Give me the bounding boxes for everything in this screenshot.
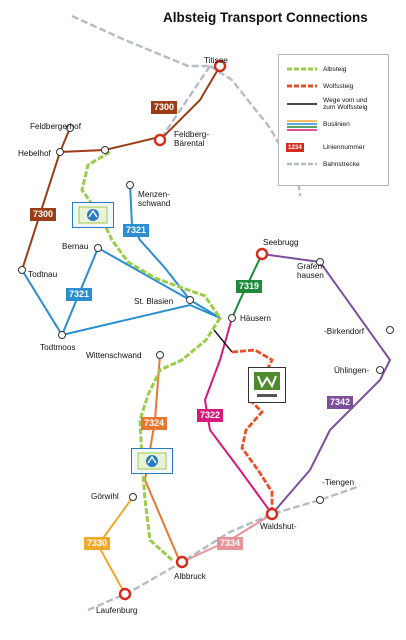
route-badge-7319: 7319 bbox=[236, 280, 263, 293]
label-todtnau: Todtnau bbox=[28, 270, 58, 279]
stop-haeusern bbox=[228, 314, 236, 322]
label-todtmoos: Todtmoos bbox=[40, 343, 76, 352]
label-uehlingen: Ühlingen- bbox=[334, 366, 370, 375]
station-albbruck bbox=[175, 555, 189, 569]
label-haeusern: Häusern bbox=[240, 314, 271, 323]
stop-tiengen bbox=[316, 496, 324, 504]
label-feldberg-baerental: Feldberg- Bärental bbox=[174, 130, 210, 149]
stop-st-blasien bbox=[186, 296, 194, 304]
label-birkendorf: -Birkendorf bbox=[324, 327, 365, 336]
legend-albsteig-label: Albsteig bbox=[323, 66, 347, 73]
label-tiengen: -Tiengen bbox=[322, 478, 355, 487]
label-menzenschwand: Menzen- schwand bbox=[138, 190, 171, 209]
station-laufenburg bbox=[118, 587, 132, 601]
route-badge-7324: 7324 bbox=[141, 417, 168, 430]
legend-bahnstrecke-label: Bahnstrecke bbox=[323, 161, 360, 168]
stop-hebelhof bbox=[56, 148, 64, 156]
label-laufenburg: Laufenburg bbox=[96, 606, 138, 615]
rail-feldberg-baerental bbox=[159, 65, 211, 141]
legend-liniennummer-label: Liniennummer bbox=[323, 144, 365, 151]
legend-buslinien-label: Buslinien bbox=[323, 121, 350, 128]
label-waldshut: Waldshut- bbox=[260, 522, 297, 531]
rail-titisee-feldberg bbox=[71, 14, 210, 68]
map-title: Albsteig Transport Connections bbox=[163, 10, 368, 25]
stations bbox=[118, 59, 279, 601]
stop-todtnau bbox=[18, 266, 26, 274]
legend: Albsteig Wolfssteig Wege vom und zum Wol… bbox=[278, 54, 389, 186]
station-seebrugg bbox=[255, 247, 269, 261]
station-titisee bbox=[213, 59, 227, 73]
albsteig-logo-icon bbox=[131, 448, 173, 474]
stop-birkendorf bbox=[386, 326, 394, 334]
route-badge-7322: 7322 bbox=[197, 409, 224, 422]
stop-bernau bbox=[94, 244, 102, 252]
route-7321-b bbox=[21, 246, 191, 338]
stop-goerwihl bbox=[129, 493, 137, 501]
label-st-blasien: St. Blasien bbox=[134, 297, 174, 306]
label-grafenhausen: Grafen- hausen bbox=[297, 262, 325, 281]
route-badge-7334: 7334 bbox=[217, 537, 244, 550]
label-feldbergerhof: Feldbergerhof bbox=[30, 122, 81, 131]
label-albbruck: Albbruck bbox=[174, 572, 206, 581]
route-7319 bbox=[231, 253, 263, 319]
wolfssteig-trail bbox=[231, 348, 274, 514]
stop-wittenschwand bbox=[156, 351, 164, 359]
bus-stops bbox=[18, 124, 394, 504]
stop-feldbergerhof bbox=[66, 124, 74, 132]
stop-bernau-top bbox=[101, 146, 109, 154]
route-badge-7321-left: 7321 bbox=[66, 288, 93, 301]
route-badge-7330: 7330 bbox=[84, 537, 111, 550]
route-badge-7300-left: 7300 bbox=[30, 208, 57, 221]
route-badge-7321-mid: 7321 bbox=[123, 224, 150, 237]
label-goerwihl: Görwihl bbox=[91, 492, 119, 501]
label-hebelhof: Hebelhof bbox=[18, 149, 51, 158]
albsteig-logo-icon bbox=[72, 202, 114, 228]
route-7321 bbox=[129, 184, 221, 319]
label-seebrugg: Seebrugg bbox=[263, 238, 299, 247]
station-waldshut bbox=[265, 507, 279, 521]
route-badge-7342: 7342 bbox=[327, 396, 354, 409]
wolfssteig-logo-icon bbox=[248, 367, 286, 403]
route-7321-c bbox=[61, 303, 221, 336]
route-7300-hebel bbox=[59, 127, 71, 153]
station-feldberg bbox=[153, 133, 167, 147]
label-bernau: Bernau bbox=[62, 242, 89, 251]
label-wittenschwand: Wittenschwand bbox=[86, 351, 142, 360]
route-badge-7300-top: 7300 bbox=[151, 101, 178, 114]
stop-grafenhausen bbox=[316, 258, 324, 266]
stop-menzenschwand bbox=[126, 181, 134, 189]
label-titisee: Titisee bbox=[204, 56, 228, 65]
legend-wege-label: Wege vom und zum Wolfssteig bbox=[323, 97, 368, 112]
stop-uehlingen bbox=[376, 366, 384, 374]
stop-todtmoos bbox=[58, 331, 66, 339]
legend-liniennummer-badge: 1234 bbox=[286, 143, 304, 152]
wolfssteig-link bbox=[213, 329, 233, 353]
legend-wolfssteig-label: Wolfssteig bbox=[323, 83, 354, 90]
